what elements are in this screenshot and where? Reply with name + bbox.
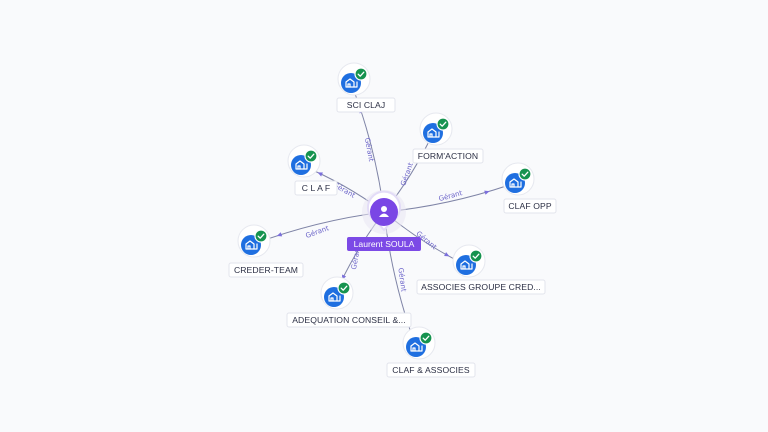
verified-check-icon (254, 229, 268, 243)
company-name: ADEQUATION CONSEIL &... (292, 315, 406, 325)
person-icon (379, 206, 389, 217)
company-label-box (386, 362, 476, 378)
company-name: CLAF OPP (508, 201, 551, 211)
verified-check-icon (354, 67, 368, 81)
company-node[interactable]: ASSOCIES GROUPE CRED... (416, 244, 546, 295)
verified-check-icon (518, 167, 532, 181)
verified-check-icon (337, 281, 351, 295)
company-node[interactable]: SCI CLAJ (336, 62, 396, 113)
relation-role-label: Gérant (399, 161, 415, 187)
company-label-box (503, 198, 557, 214)
verified-check-icon (304, 149, 318, 163)
person-node[interactable]: Laurent SOULA (347, 190, 421, 251)
arrow-icon (484, 190, 490, 195)
company-nodes: SCI CLAJ FORM'ACTION C L A F CLAF OPP CREDER… (228, 62, 557, 378)
company-label-box (228, 262, 304, 278)
company-node[interactable]: C L A F (287, 144, 338, 196)
arrow-icon (276, 232, 283, 237)
arrow-icon (317, 172, 323, 177)
company-node[interactable]: CLAF & ASSOCIES (386, 326, 476, 378)
building-icon (427, 128, 440, 138)
person-name: Laurent SOULA (354, 239, 415, 249)
relation-role-label: Gérant (363, 137, 375, 162)
company-name: FORM'ACTION (418, 151, 479, 161)
building-icon (295, 160, 308, 170)
company-name: C L A F (302, 183, 331, 193)
company-node[interactable]: CLAF OPP (501, 162, 557, 214)
company-node[interactable]: ADEQUATION CONSEIL &... (286, 276, 412, 328)
company-label-box (412, 148, 484, 164)
verified-check-icon (419, 331, 433, 345)
arrow-icon (444, 252, 450, 257)
company-name: CREDER-TEAM (234, 265, 298, 275)
company-label-box (416, 279, 546, 295)
person-label-box (347, 237, 421, 251)
building-icon (460, 260, 473, 270)
company-name: ASSOCIES GROUPE CRED... (421, 282, 541, 292)
building-icon (509, 178, 522, 188)
building-icon (410, 342, 423, 352)
company-label-box (286, 312, 412, 328)
building-icon (328, 292, 341, 302)
verified-check-icon (469, 249, 483, 263)
company-node[interactable]: CREDER-TEAM (228, 224, 304, 278)
verified-check-icon (436, 117, 450, 131)
company-label-box (294, 180, 338, 196)
relation-role-label: Gérant (396, 267, 407, 292)
building-icon (345, 78, 358, 88)
company-name: SCI CLAJ (347, 100, 386, 110)
company-label-box (336, 97, 396, 113)
company-node[interactable]: FORM'ACTION (412, 112, 484, 164)
building-icon (245, 240, 258, 250)
company-name: CLAF & ASSOCIES (392, 365, 470, 375)
